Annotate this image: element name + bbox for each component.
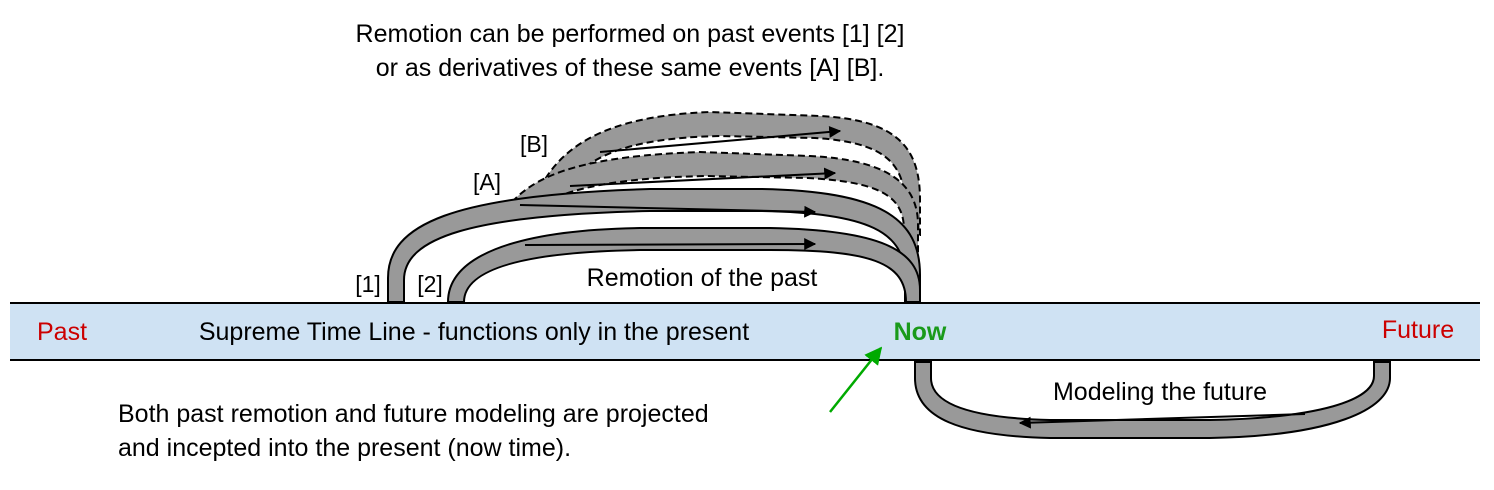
future-loop <box>914 361 1391 439</box>
loop-2-arrow <box>524 238 817 251</box>
now-label: Now <box>894 318 947 346</box>
future-loop-arrow <box>1018 413 1306 429</box>
future-label: Future <box>1382 316 1454 344</box>
label-2: [2] <box>417 271 443 297</box>
caption-bottom-line1: Both past remotion and future modeling a… <box>118 400 709 428</box>
loop-a <box>509 150 919 256</box>
caption-bottom-line2: and incepted into the present (now time)… <box>118 434 571 462</box>
remotion-label: Remotion of the past <box>587 264 818 292</box>
label-1: [1] <box>355 271 381 297</box>
loop-1-arrow <box>519 204 817 218</box>
loop-a-arrow <box>569 167 837 187</box>
past-label: Past <box>37 318 87 346</box>
now-pointer-arrow <box>829 346 883 413</box>
label-b: [B] <box>520 131 548 157</box>
label-a: [A] <box>473 169 501 195</box>
timeline-band <box>10 303 1480 360</box>
caption-top-line2: or as derivatives of these same events [… <box>376 54 885 82</box>
timeline-label: Supreme Time Line - functions only in th… <box>199 318 749 346</box>
loop-b-arrow <box>599 125 842 153</box>
future-loop-label: Modeling the future <box>1053 378 1267 406</box>
loop-b <box>538 110 921 236</box>
caption-top-line1: Remotion can be performed on past events… <box>356 20 905 48</box>
